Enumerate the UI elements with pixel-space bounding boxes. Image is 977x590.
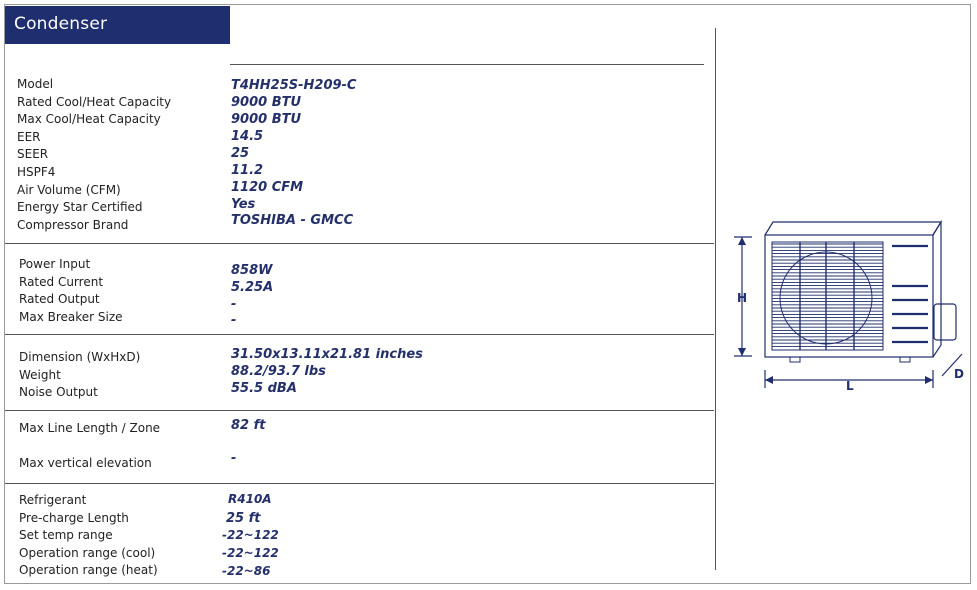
spec-value: 1120 CFM [231,180,304,195]
dimension-arrow [738,237,746,245]
spec-label: Rated Output [19,292,100,306]
spec-label: Air Volume (CFM) [17,183,121,197]
page-title: Condenser Specifications [5,6,230,70]
spec-value: 9000 BTU [231,112,302,127]
spec-label: Pre-charge Length [19,511,129,525]
condenser-cabinet [764,234,934,358]
spec-label: Max Breaker Size [19,310,123,324]
spec-label: Max Line Length / Zone [19,421,161,435]
dimension-arrow [738,348,746,356]
length-label: L [846,379,854,393]
spec-label: HSPF4 [17,165,56,179]
spec-value: 31.50x13.11x21.81 inches [231,347,423,362]
spec-label: Rated Cool/Heat Capacity [17,95,172,109]
condenser-dimension-diagram: H L D [734,220,964,393]
spec-sheet-frame [4,4,971,584]
spec-value: Yes [231,197,256,212]
section-divider [5,410,714,411]
spec-label: Rated Current [19,275,104,289]
section-divider [5,334,714,335]
spec-label: Compressor Brand [17,218,129,232]
spec-value: 14.5 [231,129,264,144]
spec-label: Max Cool/Heat Capacity [17,112,161,126]
dimension-arrow [925,376,933,384]
column-divider [715,28,716,570]
spec-value: -22~86 [222,564,271,578]
spec-label: SEER [17,147,49,161]
spec-value: 11.2 [231,163,264,178]
spec-label: Operation range (heat) [19,563,158,577]
spec-value: R410A [228,492,272,506]
spec-label: Noise Output [19,385,98,399]
spec-value: 55.5 dBA [231,381,297,396]
spec-label: Dimension (WxHxD) [19,350,141,364]
condenser-top-edge [764,221,943,236]
spec-label: Weight [19,368,61,382]
spec-value: 858W [231,263,273,278]
spec-value: -22~122 [222,528,279,542]
spec-value: -22~122 [222,546,279,560]
section-divider [5,483,714,484]
condenser-foot [899,356,911,363]
spec-label: Set temp range [19,528,113,542]
side-handle [933,303,957,341]
condenser-side-edge [932,220,942,358]
spec-label: Power Input [19,257,91,271]
spec-value: 5.25A [231,280,274,295]
depth-label: D [954,367,964,381]
dimension-arrow [765,376,773,384]
spec-value: 25 ft [226,511,261,526]
fan-grille [771,241,884,351]
spec-label: Model [17,77,54,91]
section-divider [5,243,714,244]
spec-value: - [231,451,237,466]
spec-value: 88.2/93.7 lbs [231,364,326,379]
spec-value: - [231,297,237,312]
title-divider [230,64,704,65]
spec-label: EER [17,130,41,144]
spec-label: Energy Star Certified [17,200,143,214]
spec-value: - [231,313,237,328]
spec-value: 82 ft [231,418,266,433]
spec-value: 9000 BTU [231,95,302,110]
spec-value: T4HH25S-H209-C [231,78,357,93]
spec-value: TOSHIBA - GMCC [231,213,354,228]
height-label: H [737,291,747,305]
spec-label: Operation range (cool) [19,546,156,560]
spec-label: Max vertical elevation [19,456,152,470]
spec-label: Refrigerant [19,493,87,507]
spec-value: 25 [231,146,250,161]
condenser-foot [789,356,801,363]
